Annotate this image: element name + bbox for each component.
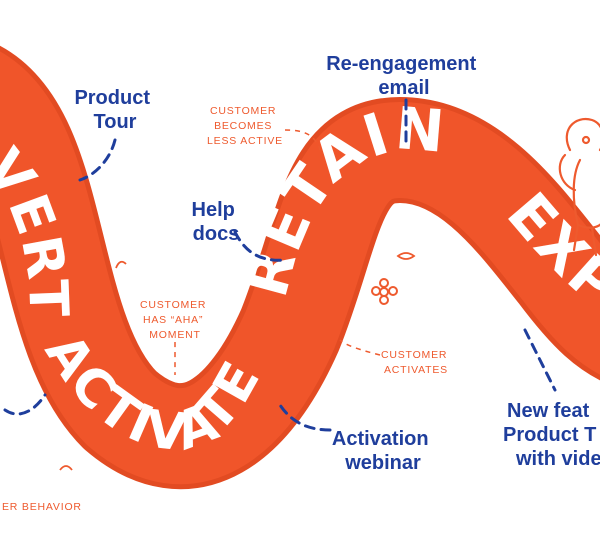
touchpoint-reengagement-email: Re-engagement email — [326, 53, 482, 99]
touchpoint-help-docs: Help docs — [192, 199, 241, 245]
note-aha-moment: CUSTOMER HAS “AHA” MOMENT — [140, 299, 210, 341]
person-walking-icon — [558, 117, 600, 257]
leaf-doodle-icon — [59, 252, 416, 471]
note-behavior: ER BEHAVIOR — [2, 501, 82, 513]
touchpoint-product-tour: Product Tour — [74, 87, 155, 133]
note-customer-activates: CUSTOMER ACTIVATES — [381, 349, 451, 376]
touchpoint-connectors — [3, 98, 557, 432]
flower-doodle-icon — [371, 278, 398, 305]
touchpoint-activation-webinar: Activation webinar — [332, 428, 434, 474]
note-becomes-less-active: CUSTOMER BECOMES LESS ACTIVE — [207, 105, 283, 147]
note-connectors — [174, 129, 381, 375]
touchpoint-new-feature: New feat Product T with vide — [503, 400, 600, 470]
